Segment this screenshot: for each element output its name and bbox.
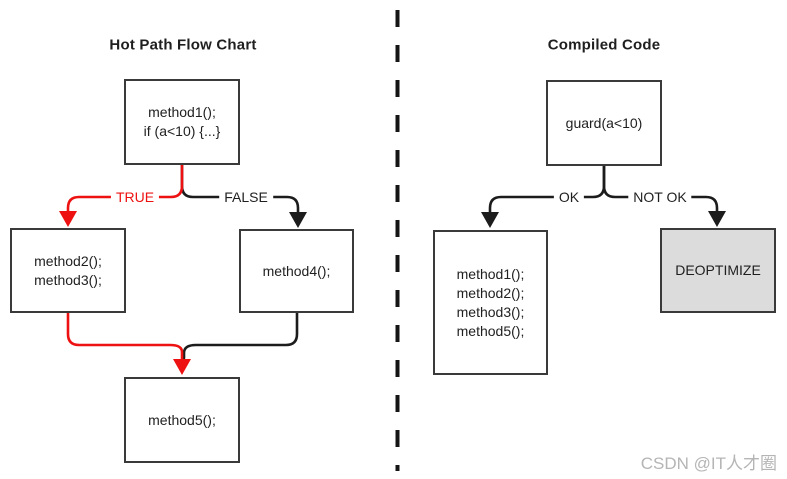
method2-method3-node: method2(); method3();	[10, 228, 126, 313]
deoptimize-node: DEOPTIMIZE	[660, 228, 776, 313]
csdn-watermark: CSDN @IT人才圈	[640, 454, 777, 473]
node-line: method5();	[456, 322, 525, 339]
node-line: method1();	[148, 104, 216, 120]
node-line: method2();	[34, 252, 102, 269]
node-line: method3();	[456, 303, 525, 320]
node-line: method2();	[456, 284, 525, 301]
node-line: method1();	[456, 265, 525, 282]
node-line: method3();	[34, 271, 102, 288]
node-line: DEOPTIMIZE	[675, 262, 761, 278]
method5-node: method5();	[124, 377, 240, 463]
node-line: method4();	[262, 262, 331, 279]
false-branch-arrowhead-icon	[289, 212, 307, 228]
node-line: if (a<10) {...}	[143, 123, 221, 139]
method4-node: method4();	[239, 229, 354, 313]
ok-branch-line	[488, 164, 606, 215]
ok-branch-arrowhead-icon	[481, 212, 499, 228]
compiled-methods-node: method1(); method2(); method3(); method5…	[433, 230, 548, 375]
true-branch-arrowhead-icon	[59, 211, 77, 227]
guard-node: guard(a<10)	[546, 80, 662, 166]
hot-merge-line	[66, 311, 184, 362]
node-line: guard(a<10)	[565, 114, 643, 131]
node-line: method5();	[148, 411, 216, 428]
merge-arrowhead-icon	[173, 359, 191, 375]
false-label: FALSE	[219, 189, 273, 205]
method4-merge-line	[182, 311, 299, 360]
ok-label: OK	[553, 189, 585, 205]
method1-node: method1(); if (a<10) {...}	[124, 79, 240, 165]
compiled-code-title: Compiled Code	[547, 36, 661, 54]
hot-path-title: Hot Path Flow Chart	[109, 36, 257, 54]
not-ok-branch-arrowhead-icon	[708, 211, 726, 227]
true-label: TRUE	[110, 189, 160, 205]
not-ok-label: NOT OK	[628, 189, 692, 205]
